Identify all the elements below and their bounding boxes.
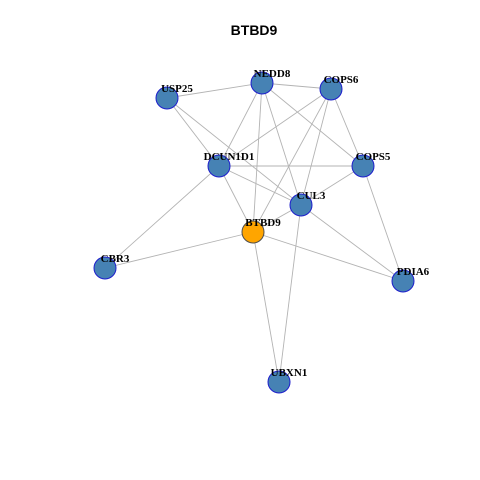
edge-cops5-cul3 — [300, 165, 364, 206]
node-label-cbr3: CBR3 — [101, 253, 130, 265]
edge-nedd8-cops5 — [261, 82, 364, 167]
edge-cops6-cops5 — [330, 88, 364, 167]
node-label-btbd9: BTBD9 — [245, 217, 281, 229]
edge-cul3-pdia6 — [300, 204, 404, 282]
edge-usp25-cul3 — [166, 97, 302, 206]
node-cul3 — [289, 193, 313, 217]
edge-nedd8-dcun1d1 — [218, 82, 263, 167]
node-pdia6 — [391, 269, 415, 293]
edge-cops6-dcun1d1 — [218, 88, 332, 167]
nodes-layer — [93, 71, 415, 394]
node-label-cops6: COPS6 — [324, 74, 359, 86]
edge-cops6-btbd9 — [252, 88, 332, 233]
node-btbd9 — [241, 220, 265, 244]
node-label-pdia6: PDIA6 — [397, 266, 430, 278]
node-cbr3 — [93, 256, 117, 280]
edge-btbd9-pdia6 — [252, 231, 404, 282]
edge-usp25-dcun1d1 — [166, 97, 220, 167]
edge-cul3-ubxn1 — [278, 204, 302, 383]
node-ubxn1 — [267, 370, 291, 394]
edge-cops5-pdia6 — [362, 165, 404, 282]
node-nedd8 — [250, 71, 274, 95]
edge-cops6-cul3 — [300, 88, 332, 206]
node-label-nedd8: NEDD8 — [254, 68, 291, 80]
node-label-cul3: CUL3 — [297, 190, 326, 202]
edge-nedd8-cul3 — [261, 82, 302, 206]
node-dcun1d1 — [207, 154, 231, 178]
edge-nedd8-cops6 — [261, 82, 332, 90]
node-usp25 — [155, 86, 179, 110]
node-label-ubxn1: UBXN1 — [271, 367, 308, 379]
diagram-title: BTBD9 — [231, 22, 278, 38]
edge-btbd9-ubxn1 — [252, 231, 280, 383]
edges-layer — [104, 82, 404, 383]
edge-dcun1d1-cul3 — [218, 165, 302, 206]
node-label-cops5: COPS5 — [356, 151, 391, 163]
edge-usp25-nedd8 — [166, 82, 263, 99]
edge-btbd9-cbr3 — [104, 231, 254, 269]
edge-dcun1d1-btbd9 — [218, 165, 254, 233]
node-cops5 — [351, 154, 375, 178]
node-cops6 — [319, 77, 343, 101]
edge-dcun1d1-cbr3 — [104, 165, 220, 269]
node-label-usp25: USP25 — [161, 83, 193, 95]
edge-nedd8-btbd9 — [252, 82, 263, 233]
node-label-dcun1d1: DCUN1D1 — [204, 151, 255, 163]
